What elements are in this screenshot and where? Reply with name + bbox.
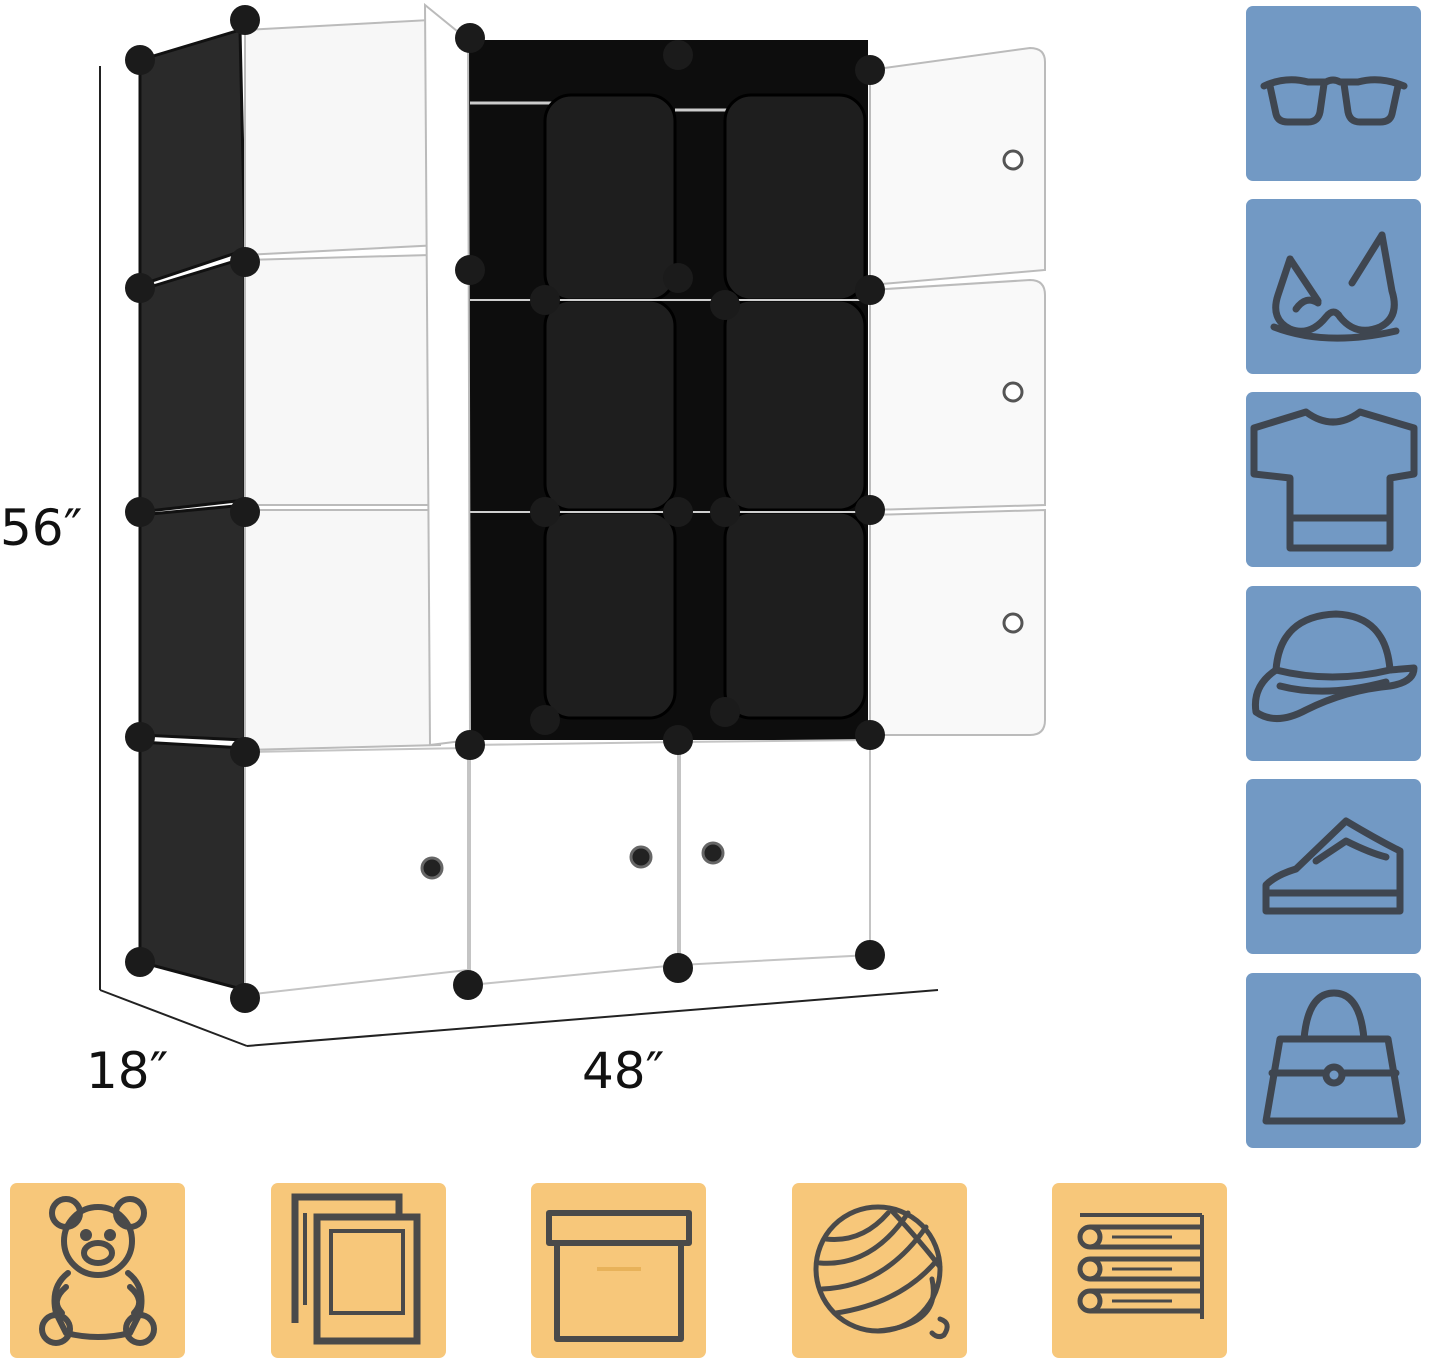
yarn-ball-tile (792, 1183, 967, 1358)
bra-tile (1246, 199, 1421, 374)
t-shirt-icon (1250, 408, 1418, 552)
shoe-icon (1262, 817, 1404, 915)
t-shirt-tile (1246, 392, 1421, 567)
teddy-bear-icon (39, 1196, 157, 1346)
cabinet-interior (468, 40, 870, 740)
storage-box-icon (546, 1210, 692, 1342)
cabinet-side-panels (138, 27, 247, 992)
height-dimension-label: 56″ (0, 499, 83, 557)
glasses-tile (1246, 6, 1421, 181)
glasses-icon (1260, 76, 1408, 126)
storage-box-tile (531, 1183, 706, 1358)
depth-dimension-label: 18″ (86, 1042, 169, 1100)
bra-icon (1270, 231, 1400, 342)
dimension-lines (99, 66, 939, 1047)
handbag-tile (1246, 973, 1421, 1148)
cabinet-bottom-doors (244, 738, 871, 997)
teddy-bear-tile (10, 1183, 185, 1358)
yarn-ball-icon (813, 1204, 950, 1340)
photo-frames-tile (271, 1183, 446, 1358)
photo-frames-icon (291, 1193, 421, 1345)
shoe-tile (1246, 779, 1421, 954)
books-icon (1077, 1213, 1204, 1319)
hat-icon (1251, 610, 1418, 722)
hat-tile (1246, 586, 1421, 761)
cube-storage-cabinet (99, 2, 1046, 1047)
books-tile (1052, 1183, 1227, 1358)
handbag-icon (1262, 989, 1406, 1125)
cabinet-left-doors (244, 2, 472, 752)
cabinet-connectors (125, 5, 885, 1013)
cabinet-right-doors (869, 46, 1046, 736)
width-dimension-label: 48″ (582, 1042, 665, 1100)
